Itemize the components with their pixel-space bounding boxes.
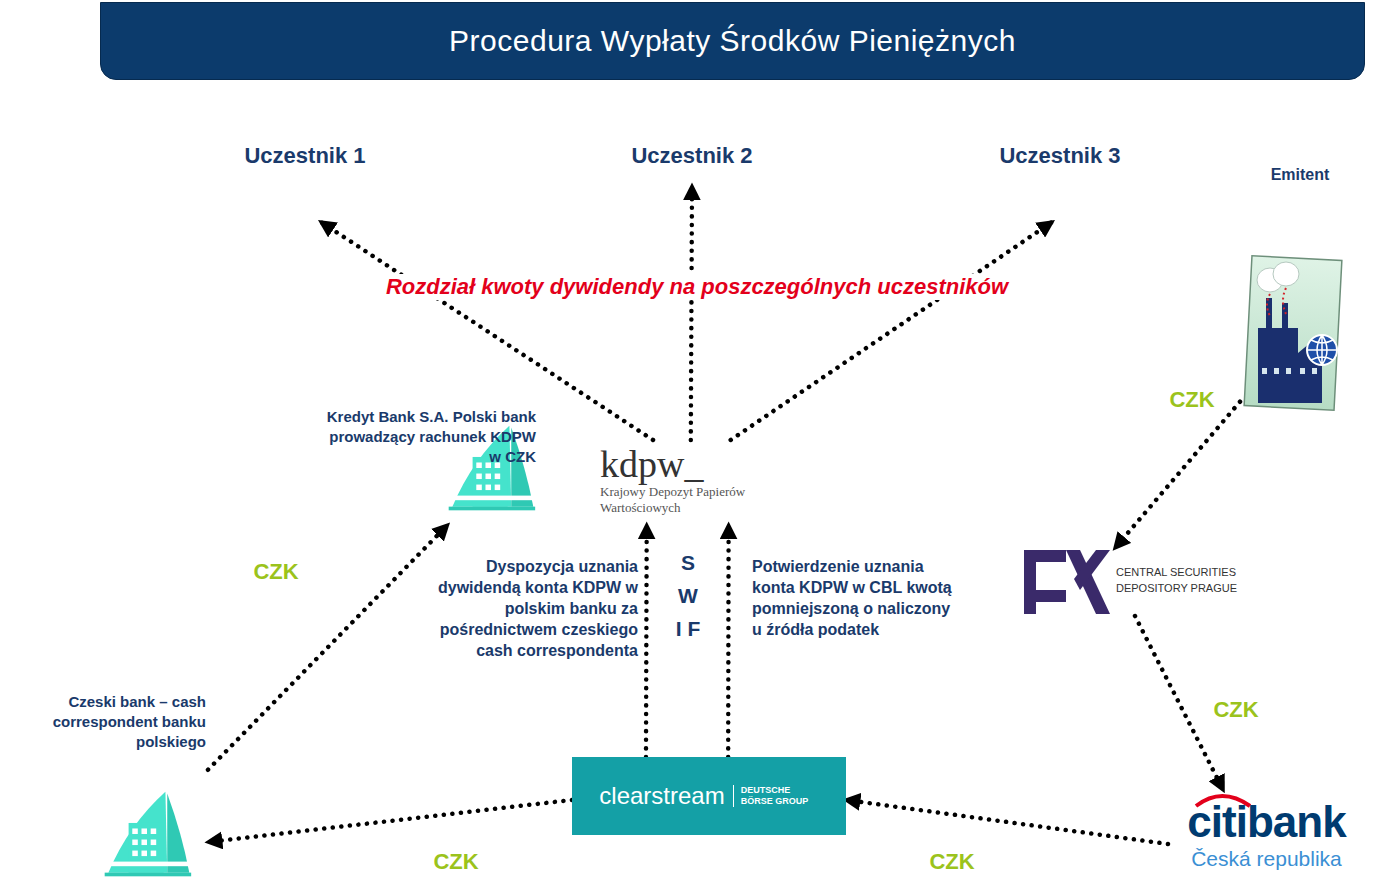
polish-bank: Kredyt Bank S.A. Polski bank prowadzący … [226, 405, 538, 525]
node-text: Kredyt Bank S.A. Polski bank prowadzący … [326, 407, 536, 467]
title-text: Procedura Wypłaty Środków Pieniężnych [449, 24, 1016, 58]
node-text: citibank [1168, 798, 1365, 846]
kdpw-logo: kdpw_Krajowy Depozyt Papierów Wartościow… [590, 440, 800, 525]
clearstream-box: clearstreamDEUTSCHE BÖRSE GROUP [572, 757, 846, 835]
dotted-arrow [321, 222, 653, 440]
node-text: kdpw_ [600, 444, 790, 484]
node-text: Česká republika [1168, 846, 1365, 872]
dotted-arrow [644, 525, 649, 757]
currency-label: CZK [250, 559, 301, 585]
title-band: Procedura Wypłaty Środków Pieniężnych [100, 2, 1365, 80]
node-text: Czeski bank – cash correspondent banku p… [10, 692, 206, 752]
node-text: Uczestnik 2 [614, 142, 770, 170]
px-logo [1024, 550, 1110, 614]
bank-icon [105, 792, 191, 877]
node-text: Emitent [1242, 164, 1358, 185]
currency-label: CZK [1210, 697, 1261, 723]
node-text: Uczestnik 1 [227, 142, 383, 170]
flow-description: Dyspozycja uznania dywidendą konta KDPW … [422, 556, 638, 661]
node-text: Krajowy Depozyt Papierów Wartościowych [600, 484, 760, 516]
node-text: DEUTSCHE BÖRSE GROUP [733, 785, 819, 807]
participant: Uczestnik 1 [225, 140, 385, 222]
dotted-arrow [208, 525, 448, 770]
csd-prague: CENTRAL SECURITIES DEPOSITORY PRAGUE [1020, 548, 1270, 616]
dotted-arrow [1115, 402, 1240, 548]
czech-bank: Czeski bank – cash correspondent banku p… [6, 690, 208, 880]
dotted-arrow [691, 186, 692, 440]
dotted-arrow [846, 800, 1168, 844]
participant: Uczestnik 3 [980, 140, 1140, 222]
participant: Uczestnik 2 [612, 140, 772, 186]
node-text: CENTRAL SECURITIES DEPOSITORY PRAGUE [1116, 564, 1266, 596]
swift-label: S W I F [675, 546, 701, 645]
currency-label: CZK [430, 849, 481, 875]
currency-label: CZK [1166, 387, 1217, 413]
node-text: clearstream [599, 782, 732, 810]
node-text: Uczestnik 3 [982, 142, 1138, 170]
currency-label: CZK [926, 849, 977, 875]
dotted-arrow [731, 222, 1052, 440]
dotted-arrow [726, 525, 731, 757]
flow-description: Potwierdzenie uznania konta KDPW w CBL k… [752, 556, 960, 640]
distribution-note: Rozdział kwoty dywidendy na poszczególny… [382, 274, 1012, 300]
issuer: Emitent [1240, 162, 1360, 417]
citibank-logo: citibankČeská republika [1168, 790, 1365, 880]
dotted-arrow [208, 800, 572, 842]
factory-icon [1244, 256, 1342, 411]
